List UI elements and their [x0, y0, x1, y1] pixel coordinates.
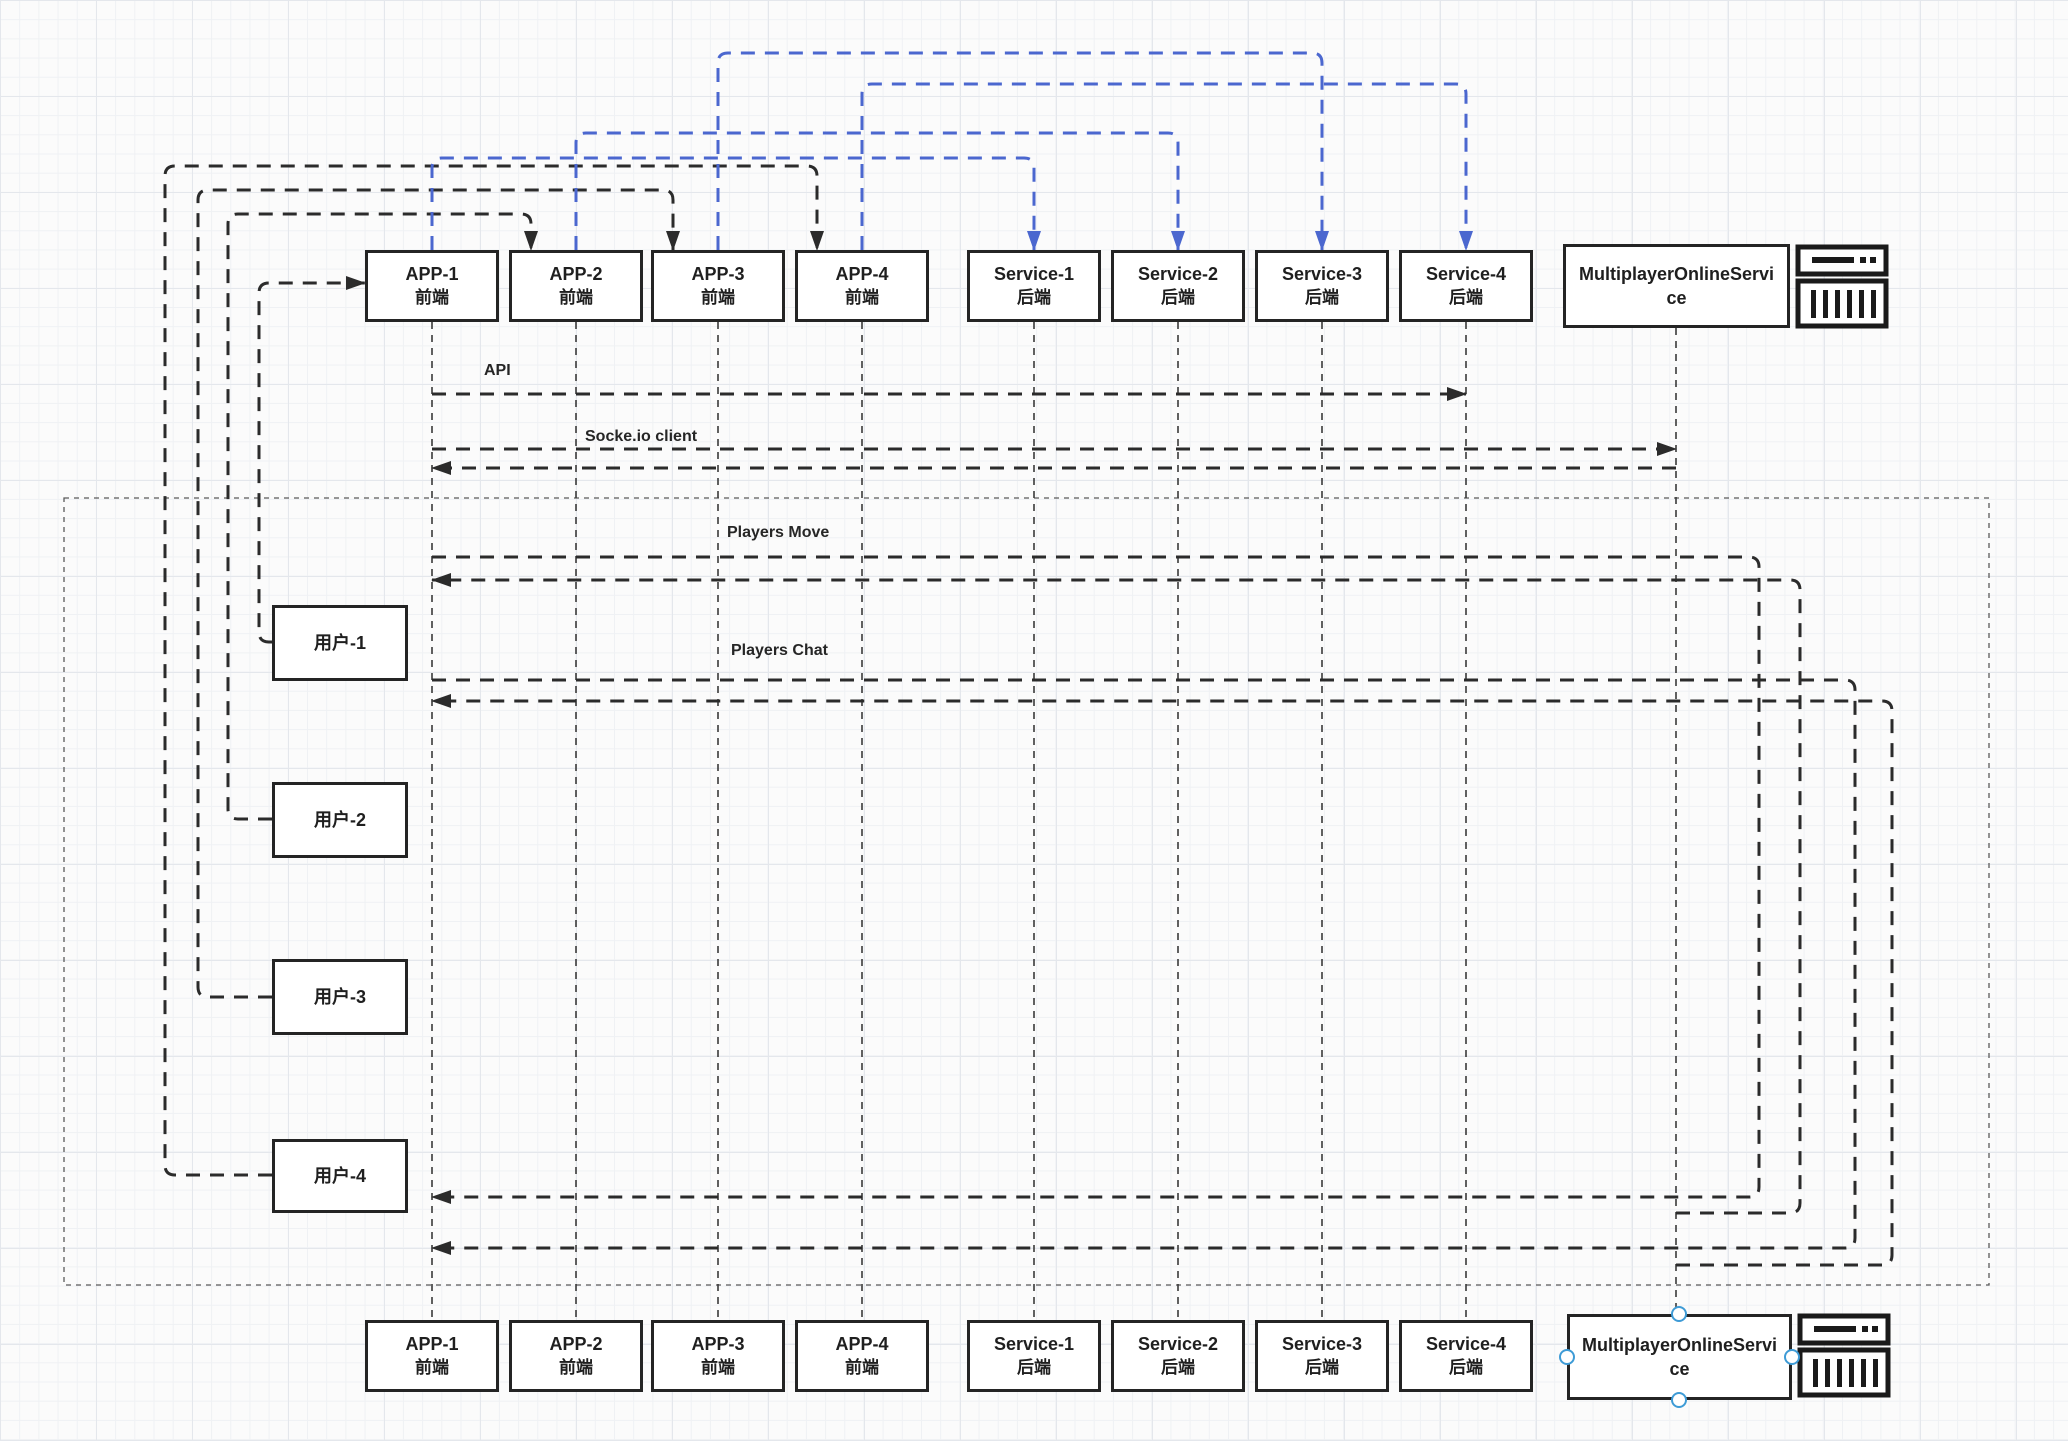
node-title: Service-1 — [993, 1334, 1075, 1355]
node-subtitle: 后端 — [1305, 287, 1339, 307]
node-app3-bottom[interactable]: APP-3 前端 — [651, 1320, 785, 1392]
node-service1-top[interactable]: Service-1 后端 — [967, 250, 1101, 322]
edge-app4-service4[interactable] — [860, 82, 1473, 251]
node-subtitle: 前端 — [415, 287, 449, 307]
node-multiplayer-service-bottom[interactable]: MultiplayerOnlineService — [1567, 1314, 1792, 1400]
node-title: MultiplayerOnlineService — [1581, 1334, 1778, 1379]
node-app2-top[interactable]: APP-2 前端 — [509, 250, 643, 322]
edge-players-move-loop[interactable] — [431, 555, 1761, 1204]
node-title: Service-4 — [1425, 1334, 1507, 1355]
node-multiplayer-service-top[interactable]: MultiplayerOnlineService — [1563, 244, 1790, 328]
node-app2-bottom[interactable]: APP-2 前端 — [509, 1320, 643, 1392]
node-service3-bottom[interactable]: Service-3 后端 — [1255, 1320, 1389, 1392]
node-subtitle: 后端 — [1449, 287, 1483, 307]
node-title: APP-1 — [405, 264, 459, 285]
node-service4-top[interactable]: Service-4 后端 — [1399, 250, 1533, 322]
node-title: 用户-2 — [313, 809, 366, 830]
edge-players-move-return[interactable] — [431, 573, 1802, 1215]
node-subtitle: 前端 — [701, 1357, 735, 1377]
node-app4-top[interactable]: APP-4 前端 — [795, 250, 929, 322]
node-service2-bottom[interactable]: Service-2 后端 — [1111, 1320, 1245, 1392]
edge-label-players-chat[interactable]: Players Chat — [731, 642, 828, 659]
node-subtitle: 后端 — [1161, 1357, 1195, 1377]
edge-players-chat-loop[interactable] — [431, 678, 1857, 1255]
edge-app1-service1[interactable] — [430, 156, 1041, 251]
node-title: APP-3 — [691, 1334, 745, 1355]
node-app1-bottom[interactable]: APP-1 前端 — [365, 1320, 499, 1392]
node-title: Service-3 — [1281, 264, 1363, 285]
node-subtitle: 后端 — [1449, 1357, 1483, 1377]
node-subtitle: 前端 — [701, 287, 735, 307]
node-service1-bottom[interactable]: Service-1 后端 — [967, 1320, 1101, 1392]
edge-user4-app4[interactable] — [163, 164, 824, 1177]
node-title: APP-4 — [835, 264, 889, 285]
node-user1[interactable]: 用户-1 — [272, 605, 408, 681]
node-service3-top[interactable]: Service-3 后端 — [1255, 250, 1389, 322]
edge-user2-app2[interactable] — [226, 212, 538, 821]
node-title: Service-2 — [1137, 264, 1219, 285]
node-service4-bottom[interactable]: Service-4 后端 — [1399, 1320, 1533, 1392]
node-subtitle: 前端 — [559, 1357, 593, 1377]
node-subtitle: 前端 — [845, 1357, 879, 1377]
node-title: Service-2 — [1137, 1334, 1219, 1355]
edge-label-socketio[interactable]: Socke.io client — [585, 428, 698, 445]
node-title: Service-3 — [1281, 1334, 1363, 1355]
node-title: APP-4 — [835, 1334, 889, 1355]
node-app1-top[interactable]: APP-1 前端 — [365, 250, 499, 322]
node-subtitle: 前端 — [415, 1357, 449, 1377]
node-user3[interactable]: 用户-3 — [272, 959, 408, 1035]
edge-label-players-move[interactable]: Players Move — [727, 524, 830, 541]
node-app3-top[interactable]: APP-3 前端 — [651, 250, 785, 322]
edge-user1-app1[interactable] — [257, 276, 366, 644]
node-title: APP-2 — [549, 264, 603, 285]
node-title: MultiplayerOnlineService — [1578, 263, 1775, 308]
node-title: 用户-3 — [313, 986, 366, 1007]
node-title: Service-1 — [993, 264, 1075, 285]
edge-label-api[interactable]: API — [484, 362, 511, 379]
node-subtitle: 前端 — [845, 287, 879, 307]
node-title: 用户-4 — [313, 1165, 366, 1186]
node-title: APP-3 — [691, 264, 745, 285]
node-user4[interactable]: 用户-4 — [272, 1139, 408, 1213]
group-boundary[interactable] — [63, 497, 1990, 1286]
node-subtitle: 后端 — [1017, 1357, 1051, 1377]
edge-app3-service3[interactable] — [716, 51, 1329, 251]
node-subtitle: 前端 — [559, 287, 593, 307]
node-title: 用户-1 — [313, 632, 366, 653]
node-title: APP-2 — [549, 1334, 603, 1355]
node-subtitle: 后端 — [1161, 287, 1195, 307]
node-subtitle: 后端 — [1305, 1357, 1339, 1377]
edge-user3-app3[interactable] — [196, 188, 680, 999]
node-service2-top[interactable]: Service-2 后端 — [1111, 250, 1245, 322]
node-app4-bottom[interactable]: APP-4 前端 — [795, 1320, 929, 1392]
node-user2[interactable]: 用户-2 — [272, 782, 408, 858]
node-subtitle: 后端 — [1017, 287, 1051, 307]
node-title: Service-4 — [1425, 264, 1507, 285]
edge-app2-service2[interactable] — [574, 131, 1185, 251]
edge-players-chat-return[interactable] — [431, 694, 1894, 1267]
node-title: APP-1 — [405, 1334, 459, 1355]
